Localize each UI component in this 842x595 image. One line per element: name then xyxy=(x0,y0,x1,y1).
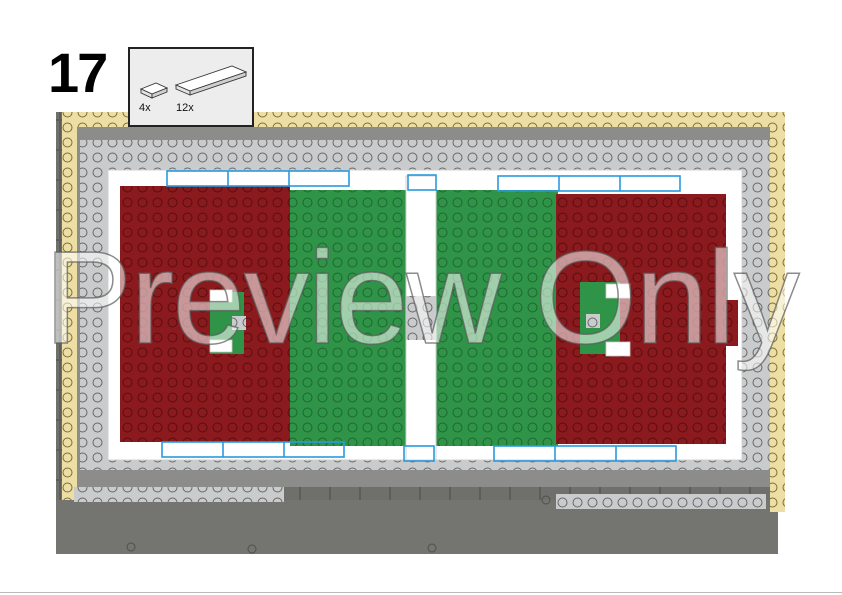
court-green-right xyxy=(436,190,558,446)
new-tiles-highlight xyxy=(161,170,681,462)
new-tile-bottom-left xyxy=(161,441,345,458)
parts-callout: 4x 12x xyxy=(128,47,254,127)
gray-strip-bottom-right xyxy=(556,494,766,509)
court-red-right-notch xyxy=(720,300,738,346)
key-left-stud xyxy=(232,316,246,330)
tan-border-right xyxy=(770,127,785,512)
key-left-tile-1 xyxy=(209,289,233,303)
court-green-left xyxy=(290,190,406,446)
key-right-stud xyxy=(586,314,600,328)
center-circle-gray xyxy=(406,296,436,340)
new-tile-top-left xyxy=(166,170,350,187)
baseplate-studs xyxy=(126,495,551,554)
new-tile-top-center xyxy=(407,174,437,191)
preview-watermark: Preview Only xyxy=(43,223,800,372)
part-quantity-1x8: 12x xyxy=(176,102,194,114)
step-number: 17 xyxy=(48,41,108,104)
key-right-tile-1 xyxy=(605,283,631,299)
tan-border-left xyxy=(62,127,77,500)
gray-ring-right xyxy=(740,170,770,455)
court-red-left xyxy=(120,186,290,442)
new-tile-top-right xyxy=(497,175,681,192)
new-tile-bottom-center xyxy=(403,445,435,462)
tile-1x2-white-icon xyxy=(139,82,169,99)
new-tile-bottom-right xyxy=(493,445,677,462)
page-divider xyxy=(0,592,842,593)
new-tiles-highlight-joints xyxy=(222,171,621,461)
gray-ring-top xyxy=(80,140,770,170)
gray-strip-bottom-left xyxy=(74,487,284,502)
gray-ring-left xyxy=(80,170,110,455)
part-quantity-1x2: 4x xyxy=(139,102,151,114)
key-left-tile-2 xyxy=(209,339,233,353)
key-right-tile-2 xyxy=(605,341,631,357)
tile-1x8-white-icon xyxy=(174,65,248,96)
